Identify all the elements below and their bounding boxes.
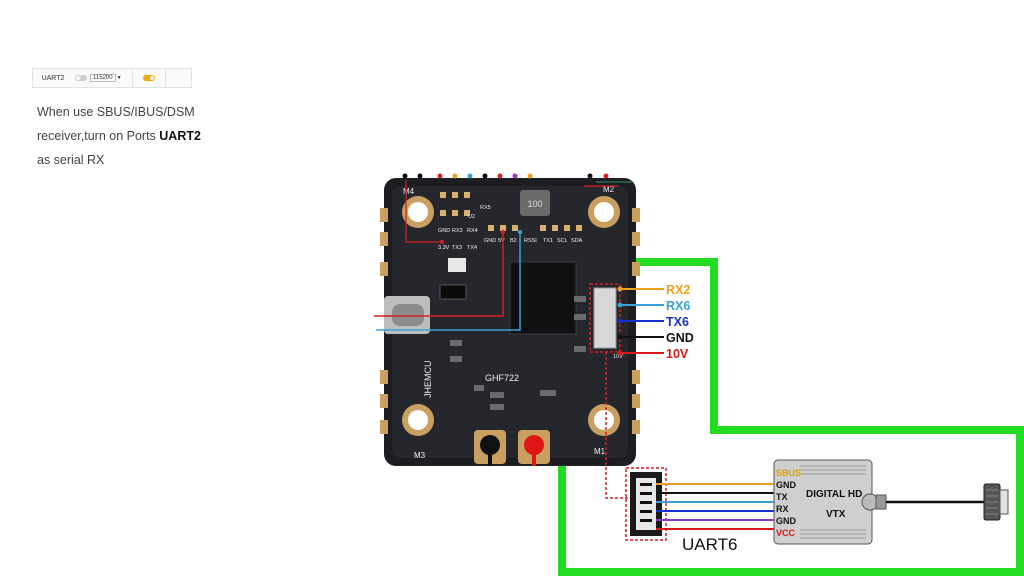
ten-v-pad-label: 10V bbox=[613, 354, 623, 360]
port-name: UART2 bbox=[41, 74, 65, 82]
pad-label-sda: SDA bbox=[571, 238, 583, 244]
brand-label: JHEMCU bbox=[423, 361, 433, 399]
chevron-down-icon: ▼ bbox=[116, 75, 122, 81]
pad-label-rx5: RX5 bbox=[480, 205, 491, 211]
vtx-pin-sbus: SBUS bbox=[776, 468, 801, 478]
pad-label-tx3: TX3 bbox=[452, 245, 462, 251]
note-line-1: When use SBUS/IBUS/DSM bbox=[37, 105, 195, 119]
inductor-label: 100 bbox=[527, 199, 542, 209]
note-line-2: receiver,turn on Ports bbox=[37, 129, 160, 143]
uart-port-toolbar: UART2 115200 ▼ bbox=[32, 68, 192, 88]
pad-label-gnd-2: GND bbox=[484, 238, 496, 244]
vtx-pin-vcc: VCC bbox=[776, 528, 796, 538]
note-line-3: as serial RX bbox=[37, 153, 105, 167]
vtx-pin-gnd-2: GND bbox=[776, 516, 797, 526]
flight-controller-board: 100 M4 M2 M3 M1 RX5 U2 GND RX3 RX4 bbox=[374, 173, 640, 466]
vtx-pin-tx: TX bbox=[776, 492, 788, 502]
wire-red-left bbox=[405, 180, 442, 243]
pad-label-rssi: RSSI bbox=[524, 238, 537, 244]
digital-hd-vtx: SBUS GND TX RX GND VCC DIGITAL HD VTX bbox=[773, 459, 873, 545]
pin-label-rx2: RX2 bbox=[666, 283, 690, 297]
pad-label-tx4: TX4 bbox=[467, 245, 477, 251]
motor-label-m1: M1 bbox=[594, 447, 606, 456]
model-label: GHF722 bbox=[485, 373, 519, 383]
highlight-frame bbox=[558, 258, 1024, 576]
serial-rx-toggle[interactable] bbox=[142, 75, 155, 81]
instruction-note: When use SBUS/IBUS/DSM receiver,turn on … bbox=[37, 100, 237, 172]
wire-blue bbox=[376, 232, 521, 331]
vtx-pin-gnd: GND bbox=[776, 480, 797, 490]
vtx-title-line2: VTX bbox=[826, 509, 846, 520]
uart6-label: UART6 bbox=[682, 535, 737, 554]
motor-label-m2: M2 bbox=[603, 185, 615, 194]
pad-label-tx1: TX1 bbox=[543, 238, 553, 244]
pad-label-rx4: RX4 bbox=[467, 228, 478, 234]
pad-label-scl: SCL bbox=[557, 238, 568, 244]
divider bbox=[131, 69, 133, 87]
pin-label-tx6: TX6 bbox=[666, 315, 689, 329]
vtx-pin-rx: RX bbox=[776, 504, 789, 514]
motor-label-m4: M4 bbox=[403, 187, 415, 196]
pin-label-10v: 10V bbox=[666, 347, 689, 361]
pin-label-gnd: GND bbox=[666, 331, 694, 345]
uart6-connector bbox=[625, 467, 667, 541]
divider bbox=[164, 69, 166, 87]
pad-label-3v3: 3.3V bbox=[438, 245, 450, 251]
baud-select[interactable]: 115200 bbox=[90, 74, 116, 82]
pin-label-rx6: RX6 bbox=[666, 299, 690, 313]
pad-label-gnd: GND bbox=[438, 228, 450, 234]
wire-red bbox=[374, 232, 504, 317]
onboard-connector-box bbox=[589, 283, 621, 353]
vtx-title-line1: DIGITAL HD bbox=[806, 489, 862, 500]
note-port-bold: UART2 bbox=[159, 129, 201, 143]
dashed-lead bbox=[605, 352, 628, 499]
msp-toggle[interactable] bbox=[75, 75, 87, 81]
pad-label-u2: U2 bbox=[468, 214, 475, 220]
pad-label-rx3: RX3 bbox=[452, 228, 463, 234]
pad-label-5v: 5V bbox=[498, 238, 505, 244]
pad-label-b2: B2 bbox=[510, 238, 517, 244]
motor-label-m3: M3 bbox=[414, 451, 426, 460]
